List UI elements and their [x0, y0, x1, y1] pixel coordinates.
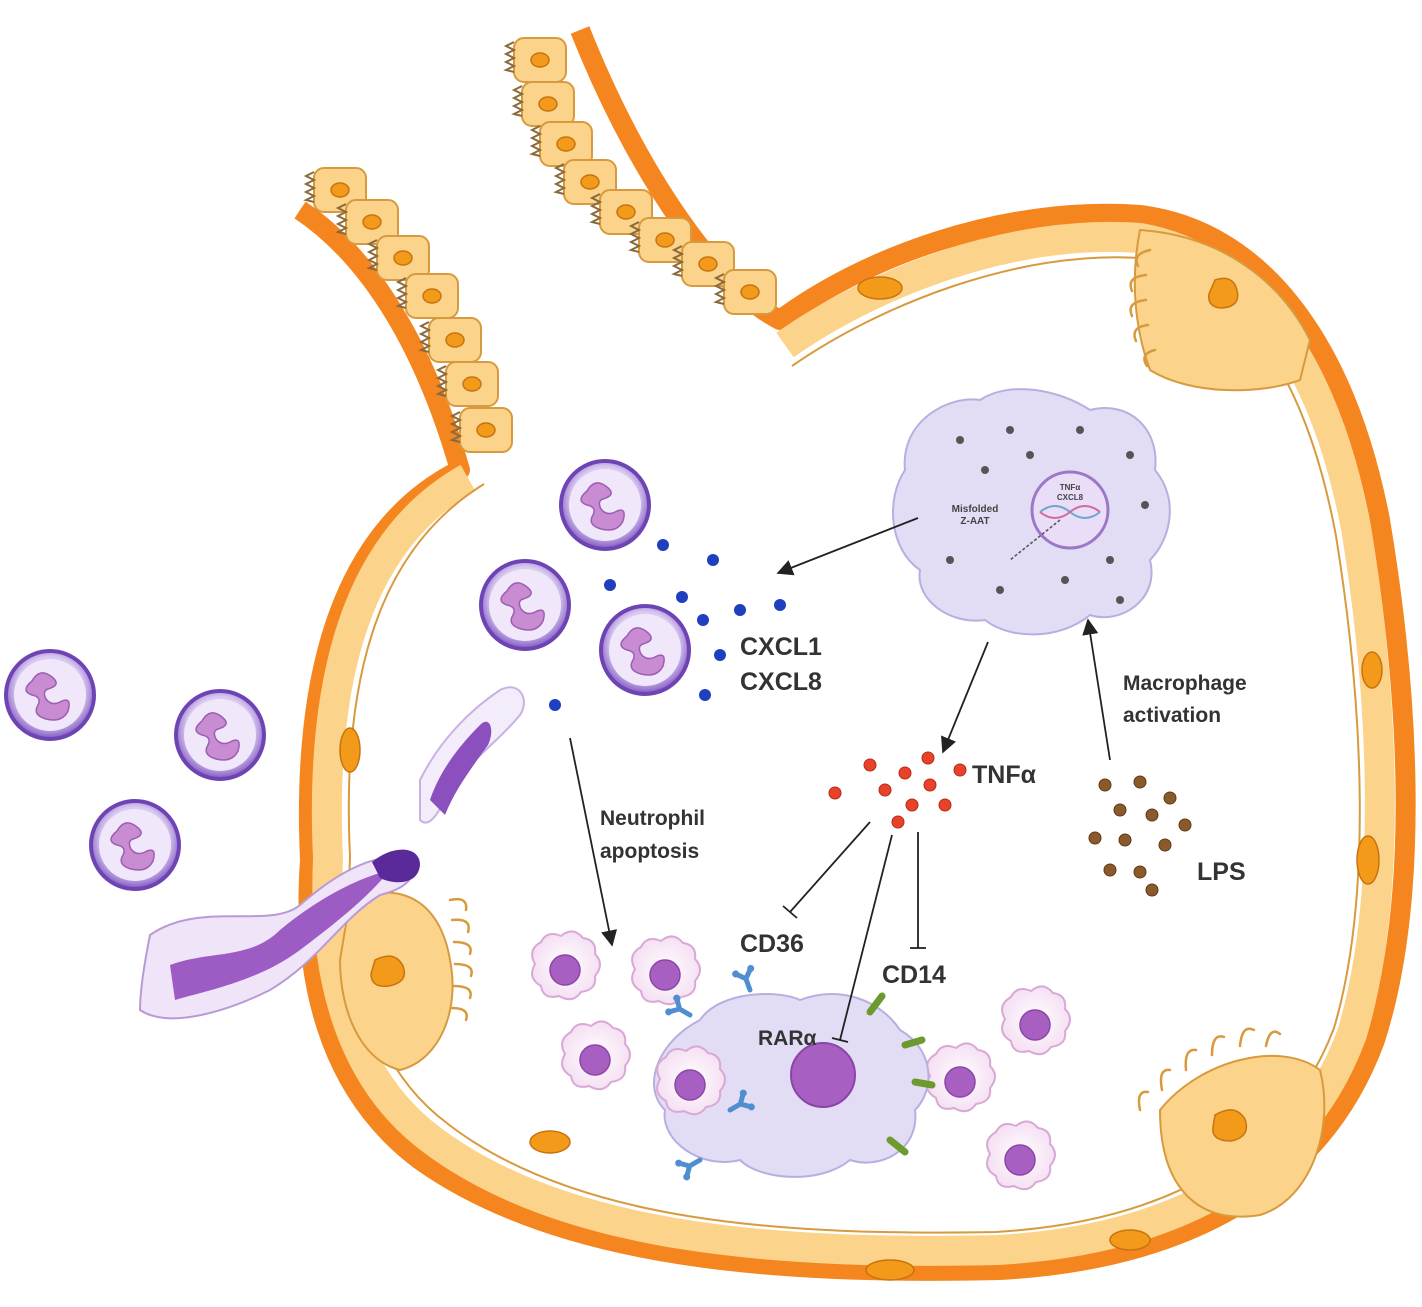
neutrophil — [559, 459, 651, 551]
cd14-label: CD14 — [882, 961, 946, 989]
misfolded-label-line2: Z-AAT — [960, 516, 989, 527]
neutrophils-in-lumen — [479, 459, 691, 696]
macrophage-nucleus — [1030, 470, 1110, 550]
type-ii-pneumocyte-top-right — [1129, 228, 1312, 392]
arrow-macrophage-to-cxcl — [776, 517, 919, 576]
neutrophil — [599, 604, 691, 696]
lps-label: LPS — [1197, 858, 1246, 886]
apoptotic-cell — [531, 930, 601, 1001]
arrow-macrophage-to-tnfa — [941, 641, 989, 754]
neutrophils-outside — [4, 649, 266, 891]
pathway-arrows — [569, 517, 1111, 1043]
engulfed-apoptotic-cell — [656, 1045, 726, 1116]
macrophage-activation-label-line2: activation — [1123, 704, 1221, 727]
cxcl8-label: CXCL8 — [740, 668, 822, 696]
cd36-receptor — [731, 964, 761, 994]
labels: CXCL1 CXCL8 Macrophage activation TNFα L… — [600, 633, 1247, 1050]
misfolded-label-line1: Misfolded — [952, 504, 999, 515]
apoptotic-cell — [986, 1120, 1056, 1191]
cd14-receptors — [866, 992, 936, 1156]
cxcl-chemokines — [549, 539, 786, 711]
apoptotic-cell — [561, 1020, 631, 1091]
neutrophil — [4, 649, 96, 741]
nucleus-tnfa-label: TNFα — [1060, 483, 1081, 492]
nucleus-cxcl8-label: CXCL8 — [1057, 493, 1084, 502]
transmigrating-neutrophil — [138, 849, 420, 1020]
macrophage-activation-label-line1: Macrophage — [1123, 672, 1247, 695]
tnfa-label: TNFα — [972, 761, 1037, 789]
cd36-label: CD36 — [740, 930, 804, 958]
efferocytic-macrophage — [653, 964, 936, 1182]
type-ii-pneumocyte-bottom-right — [1137, 1027, 1326, 1218]
neutrophil-apoptosis-label-line1: Neutrophil — [600, 807, 705, 830]
apoptotic-cell — [1001, 985, 1071, 1056]
tnfa-cytokines — [828, 751, 967, 829]
lps-particles — [1088, 775, 1192, 897]
arrow-lps-to-macrophage — [1082, 618, 1111, 761]
arrow-cxcl-to-apoptosis — [569, 737, 618, 947]
type-ii-pneumocyte-left — [338, 891, 473, 1072]
migrating-neutrophil-on-wall — [419, 686, 525, 824]
apoptotic-cell — [631, 935, 701, 1006]
neutrophil — [479, 559, 571, 651]
inhibit-tnfa-rara — [839, 834, 893, 1041]
neutrophil — [89, 799, 181, 891]
inhibit-tnfa-cd36 — [789, 821, 871, 913]
efferocyte-nucleus — [790, 1042, 856, 1108]
apoptotic-cell — [926, 1042, 996, 1113]
neutrophil — [174, 689, 266, 781]
rara-label: RARα — [758, 1027, 816, 1050]
activated-macrophage: TNFα CXCL8 Misfolded Z-AAT — [892, 388, 1171, 636]
neutrophil-apoptosis-label-line2: apoptosis — [600, 840, 699, 863]
cxcl1-label: CXCL1 — [740, 633, 822, 661]
